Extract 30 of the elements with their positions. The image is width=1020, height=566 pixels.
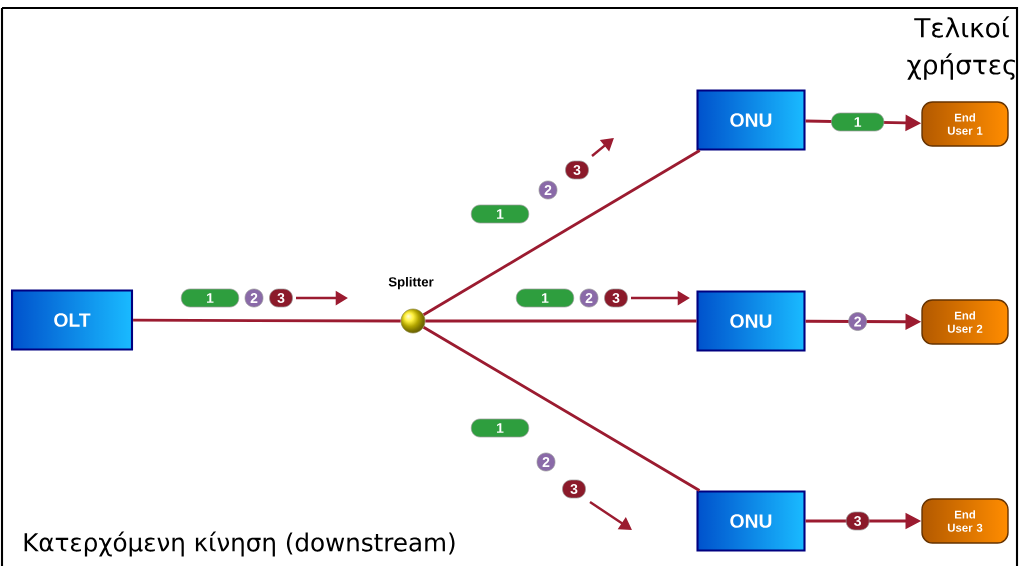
caption: Κατερχόμενη κίνηση (downstream) — [24, 531, 455, 557]
connector-line — [133, 318, 401, 323]
group-heading: Τελικοί χρήστες — [907, 16, 1015, 80]
connector-line — [422, 326, 701, 492]
packet-pill: 2 — [579, 288, 599, 308]
packet-pill: 3 — [565, 160, 589, 180]
packet-pill: 1 — [180, 288, 240, 308]
connector-line — [425, 319, 697, 323]
end-user-box: End User 1 — [921, 101, 1009, 147]
end-user-box: End User 3 — [921, 498, 1009, 544]
packet-pill: 2 — [536, 452, 556, 472]
onu-box: ONU — [696, 290, 806, 352]
packet-pill: 1 — [470, 204, 530, 224]
packet-pill: 2 — [538, 180, 558, 200]
packet-pill: 1 — [831, 112, 885, 132]
packet-pill: 3 — [269, 288, 293, 308]
splitter-label: Splitter — [388, 276, 434, 290]
packet-pill: 3 — [604, 288, 628, 308]
packet-pill: 3 — [845, 511, 870, 531]
connector-line — [422, 149, 701, 316]
packet-pill: 3 — [562, 479, 586, 499]
packet-pill: 1 — [470, 418, 530, 438]
end-user-box: End User 2 — [921, 299, 1009, 345]
onu-box: ONU — [696, 89, 806, 151]
onu-box: ONU — [696, 490, 806, 552]
packet-pill: 2 — [244, 288, 264, 308]
olt-box: OLT — [10, 289, 134, 351]
splitter-dot — [400, 308, 426, 334]
packet-pill: 2 — [848, 312, 867, 331]
packet-pill: 1 — [515, 288, 575, 308]
